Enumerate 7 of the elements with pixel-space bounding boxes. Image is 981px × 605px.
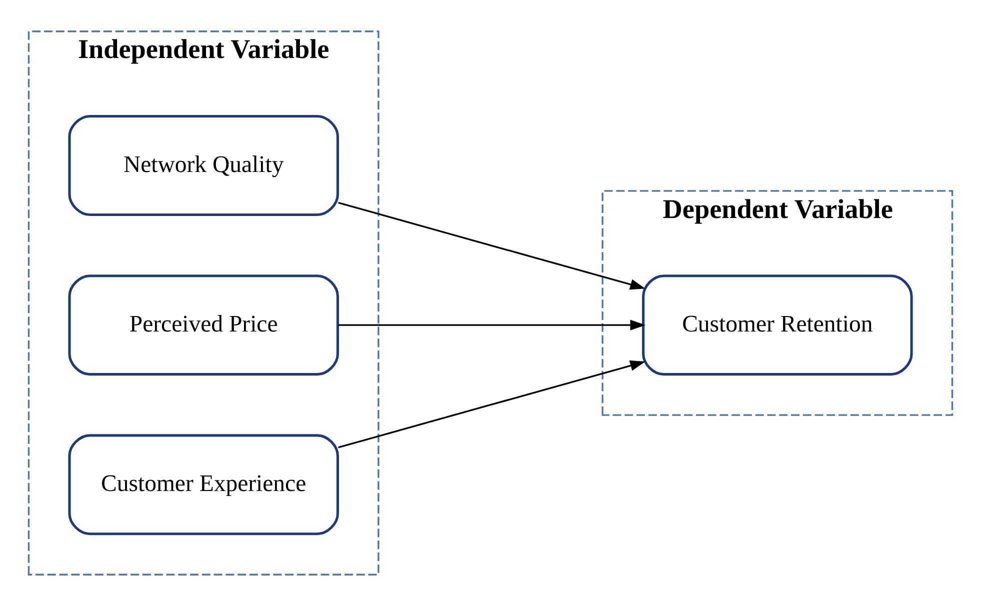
node-box: Customer Retention xyxy=(642,274,913,376)
node-box: Perceived Price xyxy=(68,274,339,376)
node-box: Network Quality xyxy=(68,114,339,216)
arrow xyxy=(338,360,646,448)
arrow xyxy=(338,201,646,290)
node-box: Customer Experience xyxy=(68,434,339,535)
arrow xyxy=(338,319,646,330)
